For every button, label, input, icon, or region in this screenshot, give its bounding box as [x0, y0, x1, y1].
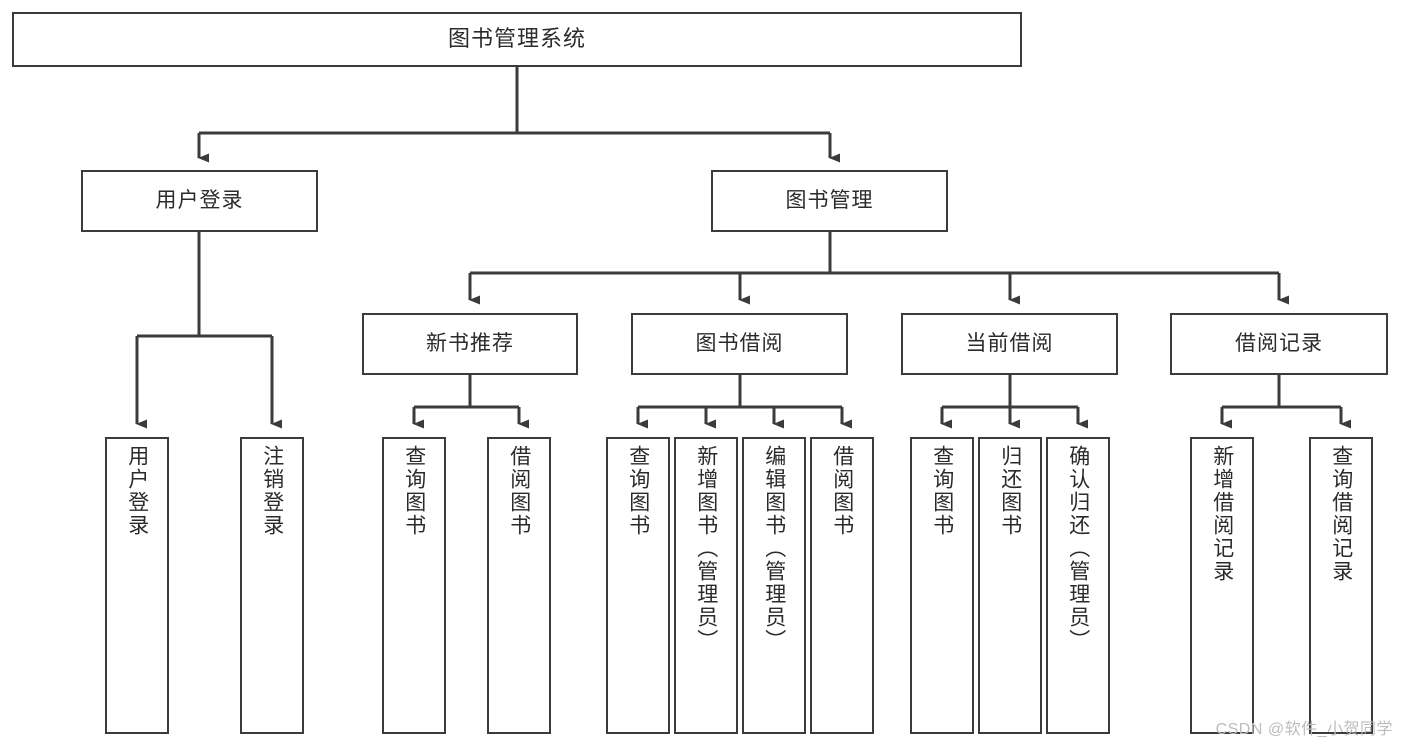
- node-new-book-recommend[interactable]: 新书推荐: [362, 313, 578, 375]
- node-label: 图书借阅: [695, 332, 784, 356]
- node-label: 查询图书: [402, 445, 426, 537]
- watermark: CSDN @软件_小贺同学: [1215, 721, 1393, 738]
- node-label: 新书推荐: [426, 332, 514, 356]
- node-borrow-records[interactable]: 借阅记录: [1170, 313, 1388, 375]
- node-current-borrow[interactable]: 当前借阅: [901, 313, 1118, 375]
- node-label: 当前借阅: [965, 332, 1054, 356]
- node-label: 借阅图书: [830, 445, 854, 537]
- leaf-borrow-book-recommend[interactable]: 借阅图书: [487, 437, 551, 734]
- leaf-confirm-return-admin[interactable]: 确认归还（管理员）: [1046, 437, 1110, 734]
- leaf-query-book-current[interactable]: 查询图书: [910, 437, 974, 734]
- leaf-add-borrow-record[interactable]: 新增借阅记录: [1190, 437, 1254, 734]
- node-label: 查询借阅记录: [1329, 445, 1353, 583]
- leaf-query-book-borrow[interactable]: 查询图书: [606, 437, 670, 734]
- node-label: 归还图书: [998, 445, 1022, 537]
- leaf-query-book-recommend[interactable]: 查询图书: [382, 437, 446, 734]
- node-label: 图书管理: [785, 189, 874, 213]
- node-label: 用户登录: [155, 189, 244, 213]
- node-label: 借阅记录: [1235, 332, 1323, 356]
- node-root-system[interactable]: 图书管理系统: [12, 12, 1022, 67]
- leaf-edit-book-admin[interactable]: 编辑图书（管理员）: [742, 437, 806, 734]
- node-book-borrow[interactable]: 图书借阅: [631, 313, 848, 375]
- leaf-add-book-admin[interactable]: 新增图书（管理员）: [674, 437, 738, 734]
- node-label: 查询图书: [930, 445, 954, 537]
- node-label: 查询图书: [626, 445, 650, 537]
- node-label: 用户登录: [125, 445, 149, 537]
- node-label: 新增图书（管理员）: [694, 445, 718, 652]
- node-label: 图书管理系统: [447, 26, 586, 52]
- leaf-logout[interactable]: 注销登录: [240, 437, 304, 734]
- node-user-login[interactable]: 用户登录: [81, 170, 318, 232]
- node-label: 注销登录: [260, 445, 284, 537]
- node-label: 确认归还（管理员）: [1066, 445, 1090, 652]
- leaf-return-book[interactable]: 归还图书: [978, 437, 1042, 734]
- leaf-borrow-book[interactable]: 借阅图书: [810, 437, 874, 734]
- leaf-user-login[interactable]: 用户登录: [105, 437, 169, 734]
- node-label: 编辑图书（管理员）: [762, 445, 786, 652]
- leaf-query-borrow-record[interactable]: 查询借阅记录: [1309, 437, 1373, 734]
- node-label: 借阅图书: [507, 445, 531, 537]
- node-label: 新增借阅记录: [1210, 445, 1234, 583]
- node-book-management[interactable]: 图书管理: [711, 170, 948, 232]
